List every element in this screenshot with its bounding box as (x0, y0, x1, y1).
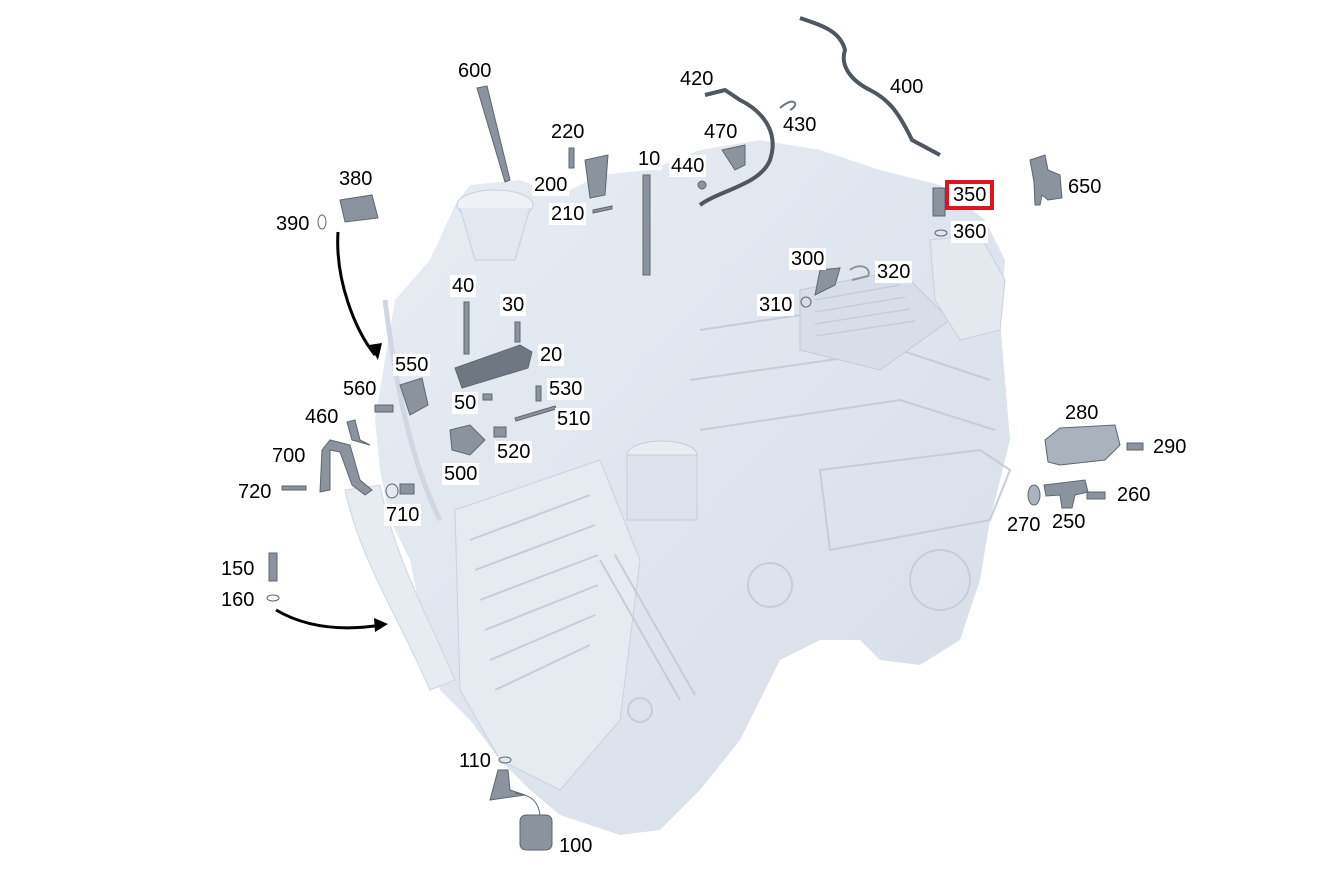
part-300-sensor[interactable] (814, 267, 841, 296)
part-400-sensor-cable[interactable] (799, 16, 941, 157)
part-320-clip[interactable] (849, 265, 870, 281)
callout-460[interactable]: 460 (303, 406, 341, 428)
part-20-control-unit[interactable] (454, 344, 533, 389)
part-290-bolt[interactable] (1126, 442, 1144, 451)
callout-290[interactable]: 290 (1151, 436, 1189, 458)
callout-710[interactable]: 710 (384, 504, 422, 526)
callout-310[interactable]: 310 (757, 294, 795, 316)
callout-100[interactable]: 100 (557, 835, 595, 857)
callout-420[interactable]: 420 (678, 68, 716, 90)
part-100-sensor[interactable] (489, 769, 526, 801)
callout-20[interactable]: 20 (538, 344, 565, 366)
callout-50[interactable]: 50 (452, 392, 479, 414)
callout-40[interactable]: 40 (450, 275, 477, 297)
callout-530[interactable]: 530 (547, 378, 585, 400)
part-460-bracket[interactable] (346, 419, 371, 446)
callout-430[interactable]: 430 (781, 114, 819, 136)
callout-110[interactable]: 110 (457, 750, 493, 772)
part-390-o-ring[interactable] (317, 214, 327, 230)
callout-280[interactable]: 280 (1063, 402, 1101, 424)
callout-470[interactable]: 470 (702, 121, 740, 143)
callout-260[interactable]: 260 (1115, 484, 1153, 506)
part-160-seal[interactable] (266, 594, 280, 602)
part-440-nut[interactable] (697, 180, 707, 190)
part-150-sensor[interactable] (268, 552, 278, 582)
callout-270[interactable]: 270 (1005, 514, 1043, 536)
part-270-washer[interactable] (1027, 484, 1041, 506)
part-280-heat-shield[interactable] (1044, 424, 1121, 466)
part-550-valve[interactable] (399, 377, 429, 416)
callout-390[interactable]: 390 (274, 213, 312, 235)
callout-520[interactable]: 520 (495, 441, 533, 463)
part-50-clip[interactable] (482, 393, 493, 401)
part-40-bolt[interactable] (463, 301, 470, 355)
callout-500[interactable]: 500 (442, 463, 480, 485)
callout-210[interactable]: 210 (549, 203, 587, 225)
part-420-cable[interactable] (698, 87, 775, 207)
part-500-sensor[interactable] (449, 424, 486, 456)
part-250-sensor[interactable] (1043, 479, 1089, 509)
part-710-ring[interactable] (385, 483, 399, 499)
callout-700[interactable]: 700 (270, 445, 308, 467)
part-100-body[interactable] (519, 814, 553, 851)
callout-320[interactable]: 320 (875, 261, 913, 283)
callout-160[interactable]: 160 (219, 589, 257, 611)
part-380-sensor[interactable] (339, 194, 379, 223)
part-360-seal[interactable] (934, 229, 948, 237)
callout-510[interactable]: 510 (555, 408, 593, 430)
callout-380[interactable]: 380 (337, 168, 375, 190)
callout-30[interactable]: 30 (500, 294, 527, 316)
part-200-camshaft-sensor[interactable] (584, 154, 609, 199)
callout-350-selected[interactable]: 350 (944, 180, 995, 210)
part-10-glow-plug[interactable] (642, 174, 651, 276)
part-560-bolt[interactable] (374, 404, 394, 413)
callout-600[interactable]: 600 (456, 60, 494, 82)
callout-200[interactable]: 200 (532, 174, 570, 196)
part-650-pressure-sensor[interactable] (1029, 154, 1063, 206)
part-600-glow-plug[interactable] (476, 85, 511, 183)
callout-650[interactable]: 650 (1066, 176, 1104, 198)
callout-560[interactable]: 560 (341, 378, 379, 400)
callout-10[interactable]: 10 (636, 148, 663, 170)
callout-150[interactable]: 150 (219, 558, 257, 580)
part-520-nut[interactable] (493, 426, 507, 438)
callout-300[interactable]: 300 (789, 248, 827, 270)
part-110-o-ring[interactable] (498, 756, 512, 764)
callout-250[interactable]: 250 (1050, 511, 1088, 533)
callout-360[interactable]: 360 (951, 221, 989, 243)
part-720-bolt[interactable] (281, 485, 307, 491)
part-30-bolt[interactable] (514, 321, 521, 343)
callout-400[interactable]: 400 (888, 76, 926, 98)
part-700-sensor-cable[interactable] (319, 439, 373, 496)
part-350-temperature-sensor[interactable] (932, 187, 946, 217)
callout-720[interactable]: 720 (236, 481, 274, 503)
part-470-bracket[interactable] (721, 144, 746, 171)
part-430-clip[interactable] (779, 100, 797, 111)
callout-440[interactable]: 440 (669, 155, 707, 177)
callout-220[interactable]: 220 (549, 121, 587, 143)
engine-block (344, 140, 1012, 835)
part-530-bolt[interactable] (535, 385, 542, 402)
part-260-bolt[interactable] (1086, 491, 1106, 500)
arrow-icon (275, 231, 383, 630)
part-710-bracket[interactable] (399, 483, 415, 495)
callout-550[interactable]: 550 (393, 354, 431, 376)
part-210-seal[interactable] (592, 205, 613, 214)
part-310-o-ring[interactable] (800, 296, 812, 308)
part-220-bolt[interactable] (568, 147, 575, 169)
